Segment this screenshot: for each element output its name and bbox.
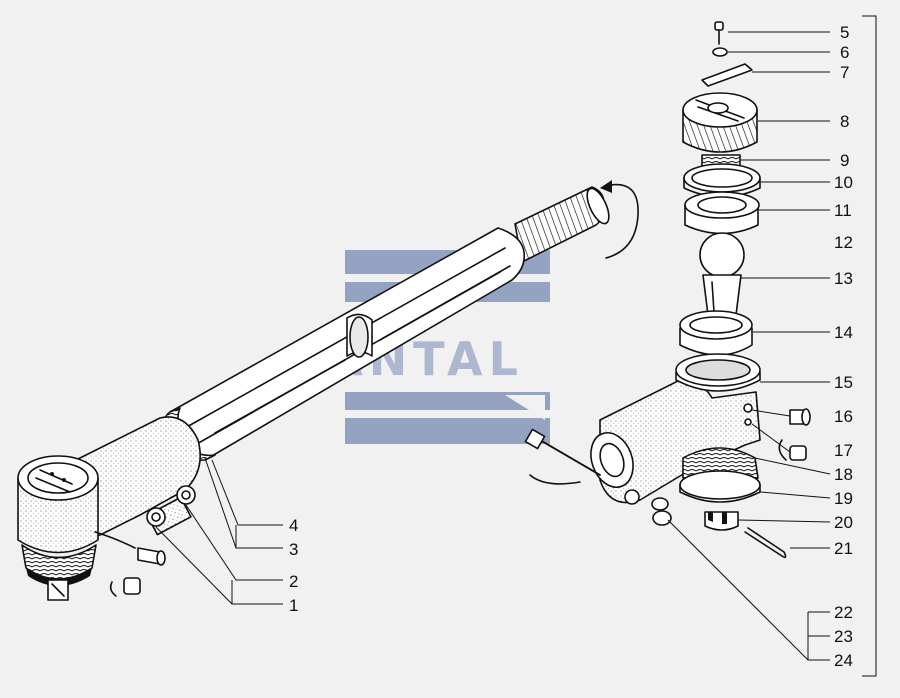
rotation-arrow-icon [604, 183, 639, 259]
cotter-pin-icon [744, 527, 787, 559]
callout-22-text: 22 [834, 603, 853, 622]
callout-10-text: 10 [834, 173, 853, 192]
clamp-bolt-icon-right [524, 428, 601, 485]
callout-16-text: 16 [834, 407, 853, 426]
callout-7-text: 7 [840, 63, 849, 82]
callout-13-text: 13 [834, 269, 853, 288]
callout-6-text: 6 [840, 43, 849, 62]
callout-14-text: 14 [834, 323, 853, 342]
nut-washer-stack-icon [651, 497, 672, 526]
socket-liner-icon [679, 310, 753, 356]
bolt-icon [714, 21, 724, 45]
callout-8-text: 8 [840, 112, 849, 131]
dust-cap-icon [109, 577, 141, 597]
castle-nut-icon [704, 511, 739, 531]
callout-18-text: 18 [834, 465, 853, 484]
callout-9-text: 9 [840, 151, 849, 170]
callout-17-text: 17 [834, 441, 853, 460]
callout-23-text: 23 [834, 627, 853, 646]
callout-12-text: 12 [834, 233, 853, 252]
callout-24-text: 24 [834, 651, 853, 670]
dust-cap-icon-right [778, 439, 807, 461]
right-socket-housing [590, 353, 761, 505]
callout-15-text: 15 [834, 373, 853, 392]
bearing-insert-icon [684, 191, 760, 235]
callout-20-text: 20 [834, 513, 853, 532]
ball-joint-assembly [524, 15, 877, 677]
clamp-bolt-icon [146, 485, 196, 527]
tie-rod-assembly [17, 180, 639, 605]
threaded-plug-icon [682, 92, 758, 153]
grease-nipple-icon [94, 531, 166, 566]
callout-3-text: 2 [289, 572, 298, 591]
callout-2-text: 3 [289, 540, 298, 559]
callout-5-text: 5 [840, 23, 849, 42]
left-ball-socket [17, 455, 99, 601]
boot-washer-icon [679, 470, 761, 503]
callout-11-text: 11 [834, 201, 852, 220]
callout-1-text: 4 [289, 516, 298, 535]
callout-labels: 4 3 2 1 5 6 7 8 9 10 11 12 13 14 15 16 1… [289, 23, 853, 670]
callout-4-text: 1 [289, 596, 298, 615]
grease-nipple-icon-right [789, 408, 811, 426]
callout-19-text: 19 [834, 489, 853, 508]
callout-21-text: 21 [834, 539, 853, 558]
washer-icon [712, 47, 728, 57]
lock-plate-icon [701, 63, 753, 87]
